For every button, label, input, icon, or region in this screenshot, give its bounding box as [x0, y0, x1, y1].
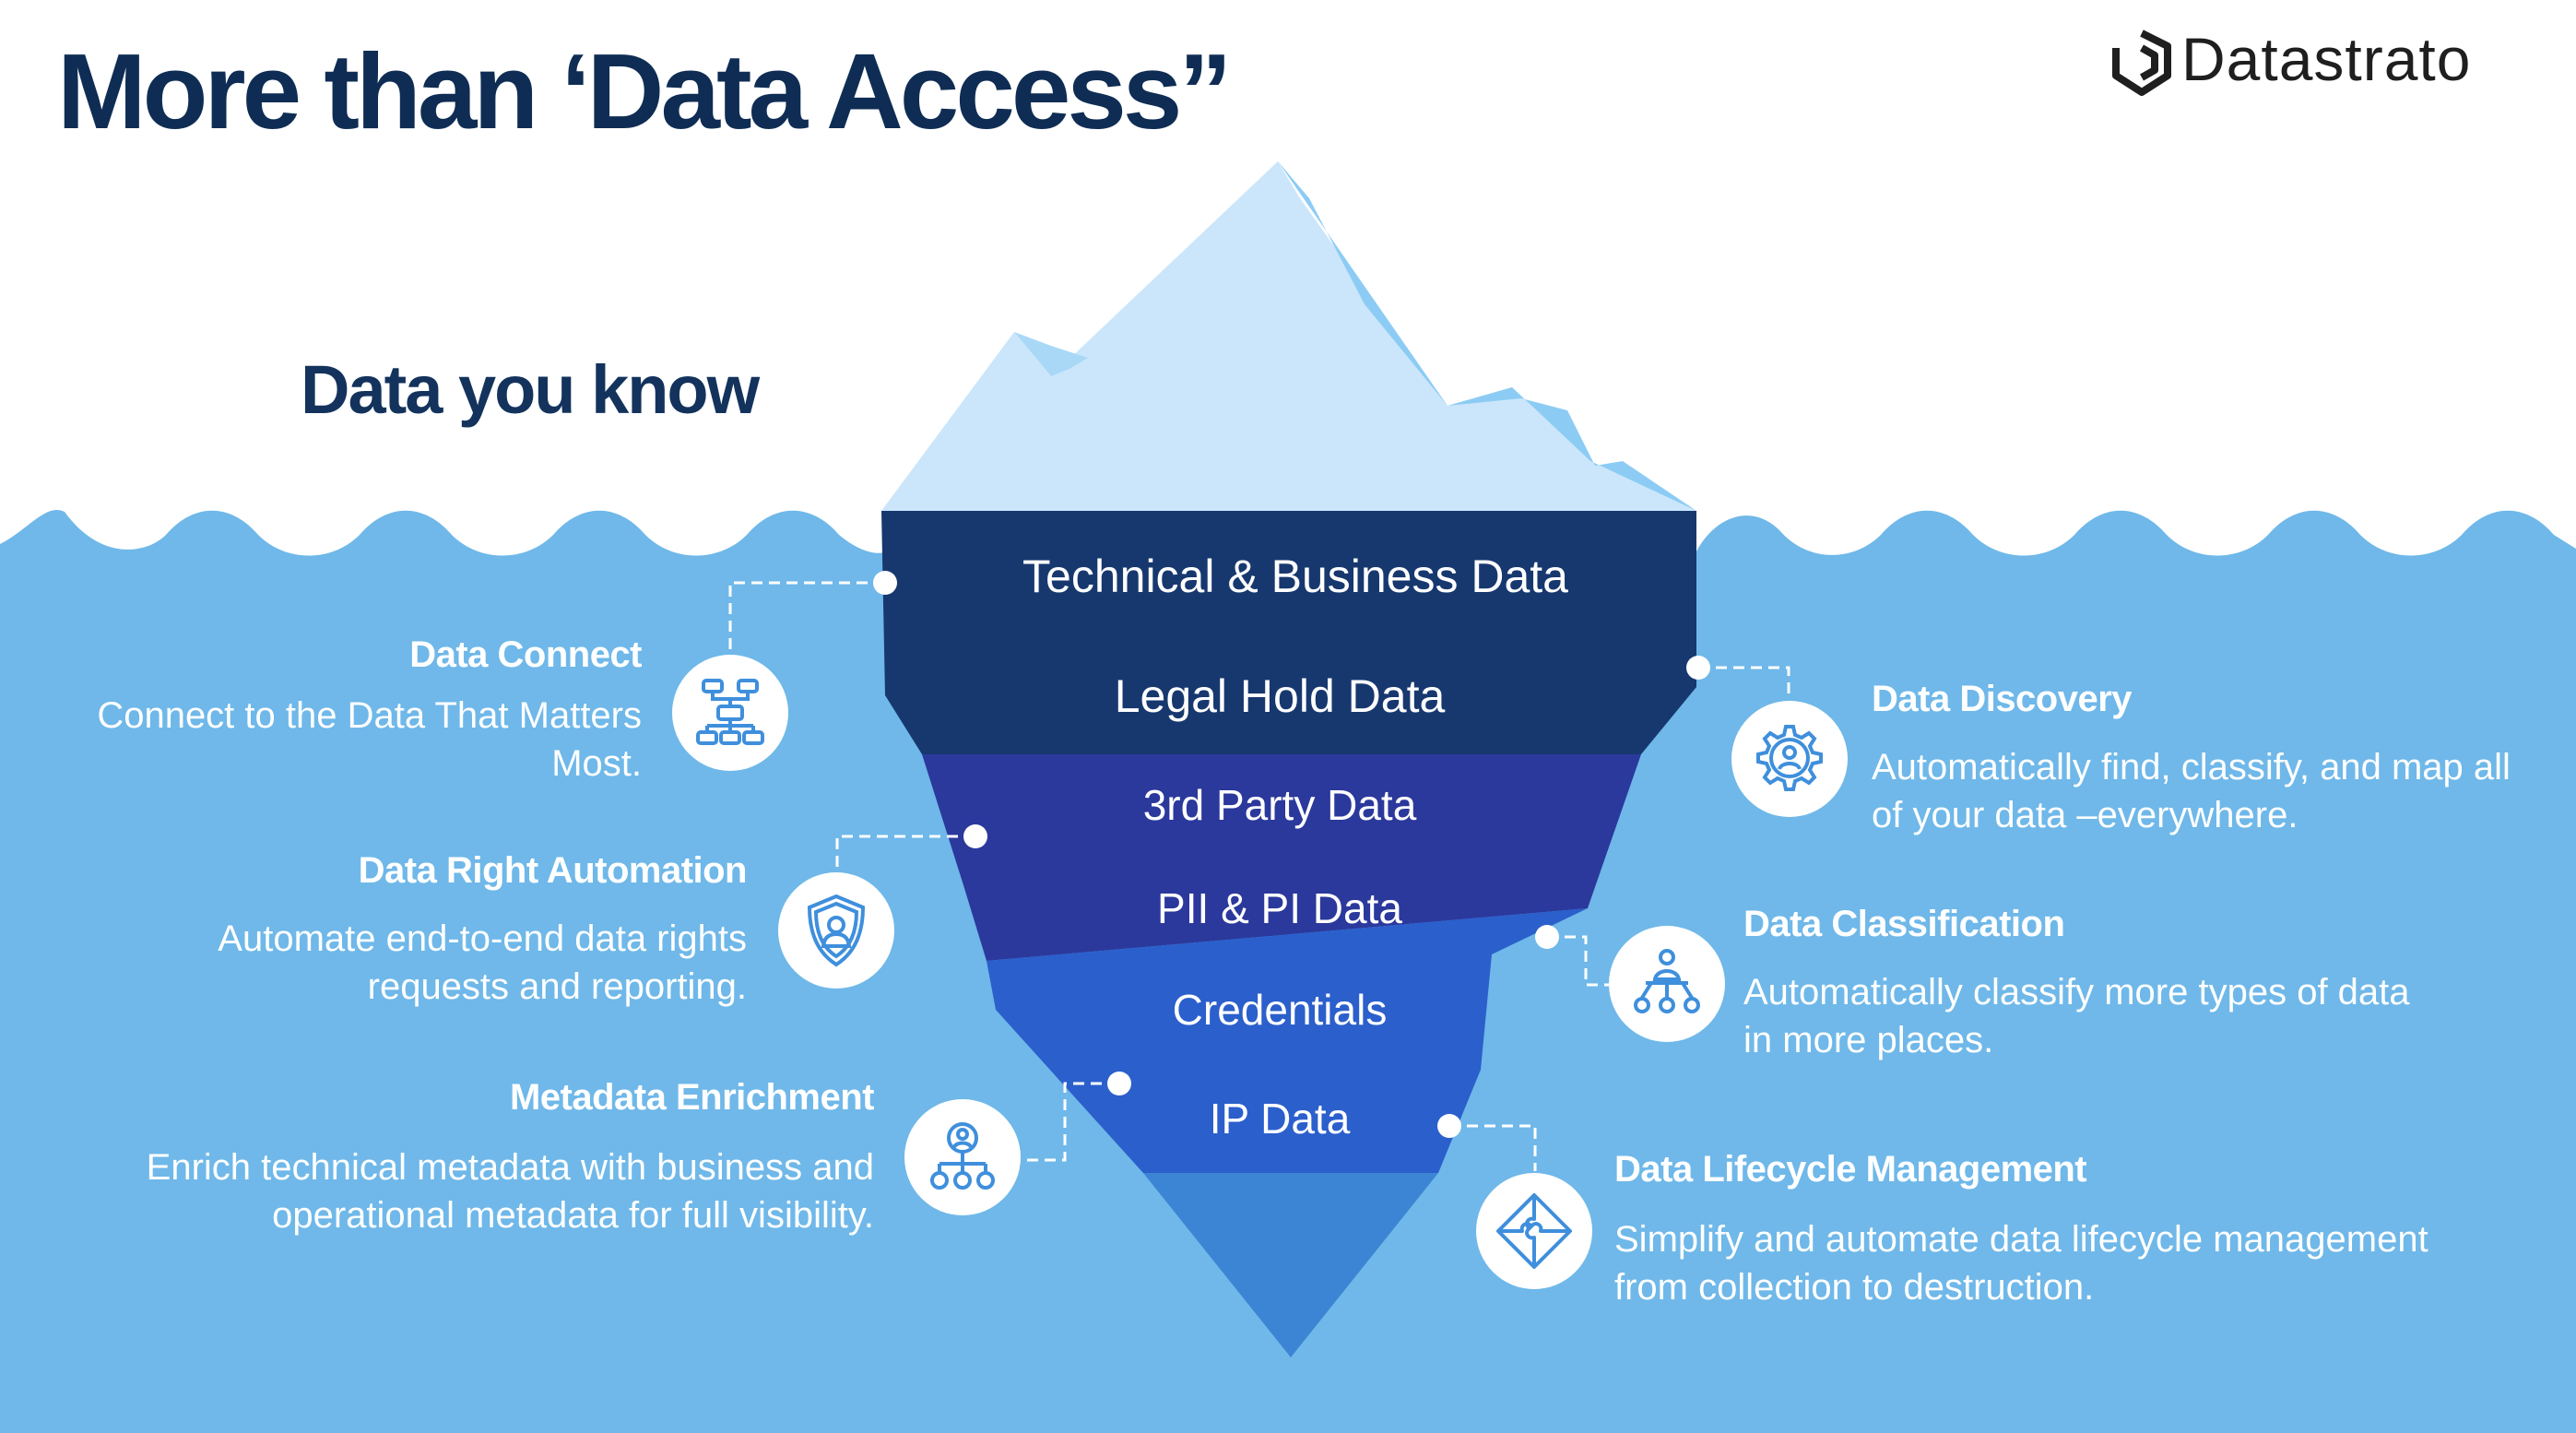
iceberg-tip-shade-left: [1014, 332, 1088, 376]
desc-line: of your data –everywhere.: [1872, 795, 2298, 835]
layer-label-technical-business: Technical & Business Data: [1022, 551, 1568, 602]
feature-title-data-right-automation: Data Right Automation: [358, 850, 748, 891]
feature-desc-metadata-enrichment: Enrich technical metadata with business …: [147, 1143, 874, 1239]
layer-label-legal-hold: Legal Hold Data: [1114, 670, 1446, 722]
layer-band-4: [1143, 1173, 1438, 1357]
desc-line: Most.: [551, 743, 642, 784]
org-chart-icon: [904, 1099, 1021, 1215]
shield-user-icon: [778, 872, 894, 989]
desc-line: Automatically classify more types of dat…: [1743, 972, 2410, 1013]
feature-title-data-classification: Data Classification: [1743, 904, 2065, 944]
flowchart-icon: [672, 655, 788, 771]
feature-desc-data-classification: Automatically classify more types of dat…: [1743, 968, 2410, 1064]
desc-line: Automatically find, classify, and map al…: [1872, 747, 2511, 788]
layer-band-2: [922, 754, 1641, 961]
data-you-know-label: Data you know: [301, 351, 760, 428]
page-title: More than ‘Data Access”: [57, 31, 1232, 151]
puzzle-icon: [1476, 1173, 1592, 1289]
feature-title-data-lifecycle: Data Lifecycle Management: [1614, 1149, 2087, 1190]
desc-line: Automate end-to-end data rights: [218, 918, 747, 959]
desc-line: operational metadata for full visibility…: [272, 1195, 874, 1236]
layer-band-1: [881, 511, 1696, 754]
connectors: [728, 581, 1790, 1171]
feature-title-data-discovery: Data Discovery: [1872, 679, 2133, 719]
hierarchy-user-icon: [1609, 926, 1725, 1042]
layer-label-third-party: 3rd Party Data: [1142, 781, 1417, 829]
feature-title-metadata-enrichment: Metadata Enrichment: [509, 1077, 875, 1118]
layer-band-3: [987, 908, 1588, 1173]
brand-name: Datastrato: [2181, 25, 2472, 93]
datastrato-logo-icon: [2107, 28, 2177, 98]
feature-desc-data-lifecycle: Simplify and automate data lifecycle man…: [1614, 1215, 2428, 1311]
desc-line: requests and reporting.: [367, 966, 747, 1007]
layer-label-pii-pi: PII & PI Data: [1157, 884, 1402, 932]
feature-desc-data-right-automation: Automate end-to-end data rights requests…: [218, 915, 747, 1011]
layer-label-credentials: Credentials: [1172, 986, 1388, 1034]
connector-dots: [873, 571, 1710, 1138]
layer-label-ip-data: IP Data: [1209, 1095, 1351, 1143]
iceberg-tip: [881, 161, 1696, 511]
feature-title-data-connect: Data Connect: [409, 634, 642, 675]
desc-line: Connect to the Data That Matters: [97, 695, 642, 736]
desc-line: from collection to destruction.: [1614, 1267, 2095, 1308]
feature-desc-data-discovery: Automatically find, classify, and map al…: [1872, 743, 2511, 839]
desc-line: in more places.: [1743, 1020, 1994, 1060]
gear-user-icon: [1731, 701, 1848, 817]
desc-line: Simplify and automate data lifecycle man…: [1614, 1219, 2428, 1260]
feature-desc-data-connect: Connect to the Data That Matters Most.: [97, 692, 642, 788]
desc-line: Enrich technical metadata with business …: [146, 1147, 874, 1188]
